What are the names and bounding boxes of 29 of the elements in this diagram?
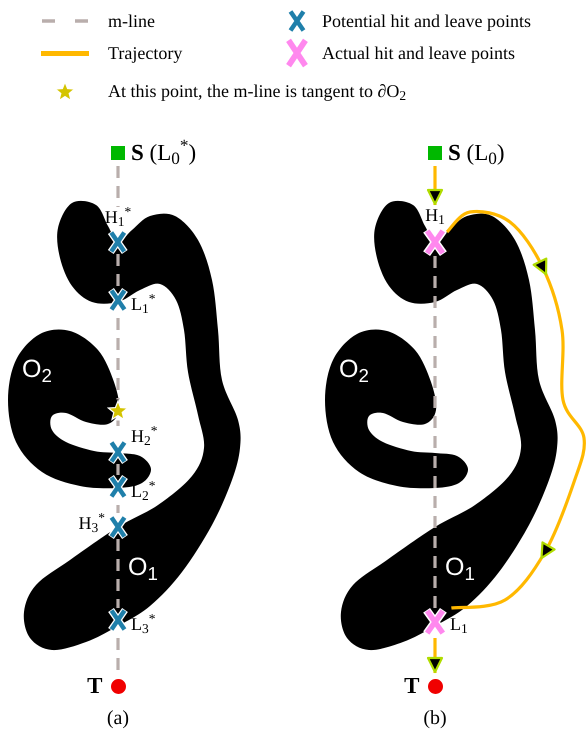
trajectory-arrow bbox=[426, 638, 444, 674]
obstacle-label: O$_{2}$ bbox=[22, 355, 52, 383]
m-line bbox=[116, 638, 120, 673]
panel-label: (b) bbox=[423, 706, 447, 730]
legend-text: Potential hit and leave points bbox=[322, 10, 531, 33]
m-line bbox=[116, 464, 120, 475]
m-line bbox=[433, 256, 437, 608]
m-line bbox=[116, 505, 120, 513]
point-label: H$_{1}$ bbox=[425, 205, 445, 225]
m-line bbox=[116, 420, 120, 426]
point-label: T bbox=[404, 673, 420, 699]
obstacle-label: O$_{2}$ bbox=[339, 355, 369, 383]
obstacle-label: O$_{1}$ bbox=[445, 553, 475, 581]
point-label: L$_{1}$ bbox=[450, 614, 468, 634]
panel-label: (a) bbox=[106, 706, 130, 730]
trajectory-arrow bbox=[446, 210, 586, 610]
trajectory-arrow bbox=[426, 166, 444, 206]
point-label: S (L$_{0}$) bbox=[448, 140, 505, 166]
m-line bbox=[116, 166, 120, 207]
point-label: T bbox=[87, 673, 102, 699]
legend-text: At this point, the m-line is tangent to ∂O$_{2}$ bbox=[108, 80, 406, 106]
m-line bbox=[116, 539, 120, 608]
m-line bbox=[116, 318, 120, 400]
legend-text: Actual hit and leave points bbox=[322, 42, 515, 65]
point-label: S (L$_{0}$$^{*}$) bbox=[131, 140, 196, 166]
legend-text: Trajectory bbox=[108, 42, 182, 65]
obstacle-label: O$_{1}$ bbox=[128, 553, 158, 581]
m-line bbox=[116, 254, 120, 288]
legend-text: m-line bbox=[108, 10, 155, 33]
